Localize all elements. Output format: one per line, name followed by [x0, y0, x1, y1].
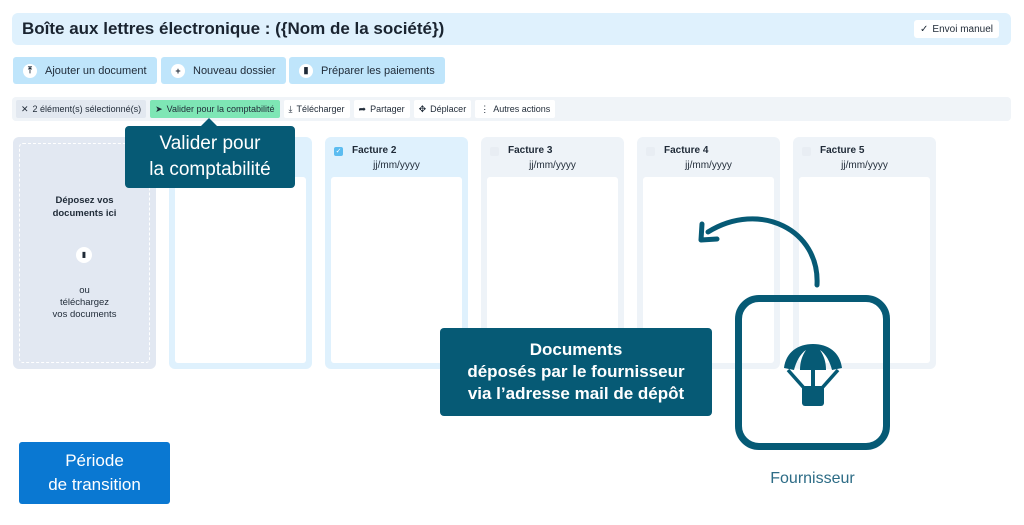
page-header: Boîte aux lettres électronique : ({Nom d… [12, 13, 1011, 45]
parachute-icon [784, 344, 842, 406]
document-preview [799, 177, 930, 363]
prepare-payments-button[interactable]: ▮ Préparer les paiements [289, 57, 445, 84]
callout-line: via l’adresse mail de dépôt [467, 384, 685, 403]
drop-zone-border [19, 143, 150, 363]
card-date: jj/mm/yyyy [841, 160, 888, 171]
card-checkbox[interactable] [802, 147, 811, 156]
send-icon: ➤ [155, 103, 163, 114]
card-date: jj/mm/yyyy [373, 160, 420, 171]
drop-title-1: Déposez vos [55, 195, 114, 206]
supplier-box [735, 295, 890, 450]
move-button[interactable]: ✥Déplacer [413, 100, 472, 118]
add-document-button[interactable]: ⤒ Ajouter un document [13, 57, 157, 84]
button-label: Ajouter un document [45, 64, 147, 77]
document-icon: ▮ [299, 63, 313, 78]
check-icon: ✓ [920, 23, 929, 35]
card-name: Facture 3 [508, 145, 553, 156]
more-label: Autres actions [493, 104, 551, 114]
close-icon: ✕ [21, 103, 29, 114]
callout-line: déposés par le fournisseur [467, 362, 685, 381]
card-date: jj/mm/yyyy [529, 160, 576, 171]
card-checkbox[interactable]: ✓ [334, 147, 343, 156]
envoi-manuel-button[interactable]: ✓Envoi manuel [914, 20, 999, 38]
card-name: Facture 2 [352, 145, 397, 156]
validate-tooltip: Valider pour la comptabilité [125, 118, 295, 188]
tooltip-line: la comptabilité [149, 159, 271, 180]
drop-upload-1: téléchargez [59, 297, 110, 308]
drop-upload-2: vos documents [52, 309, 117, 320]
move-icon: ✥ [418, 103, 427, 114]
file-icon: ▮ [76, 247, 92, 263]
button-label: Préparer les paiements [321, 64, 435, 77]
drop-title-2: documents ici [52, 208, 117, 219]
callout-line: Documents [529, 340, 623, 359]
move-label: Déplacer [430, 104, 467, 114]
share-button[interactable]: ➦Partager [353, 100, 410, 118]
envoi-label: Envoi manuel [932, 23, 993, 35]
card-checkbox[interactable] [646, 147, 655, 156]
validate-label: Valider pour la comptabilité [166, 104, 275, 114]
download-icon: ⤓ [288, 103, 293, 114]
card-name: Facture 4 [664, 145, 709, 156]
card-checkbox[interactable] [490, 147, 499, 156]
upload-icon: ⤒ [23, 63, 37, 78]
download-button[interactable]: ⤓Télécharger [283, 100, 350, 118]
share-icon: ➦ [358, 103, 367, 114]
share-label: Partager [370, 104, 405, 114]
selection-count: 2 élément(s) sélectionné(s) [32, 104, 142, 114]
download-label: Télécharger [296, 104, 345, 114]
periode-line: Période [65, 451, 124, 470]
more-actions-button[interactable]: ⋮Autres actions [475, 100, 556, 118]
clear-selection-button[interactable]: ✕2 élément(s) sélectionné(s) [16, 100, 147, 118]
new-folder-button[interactable]: + Nouveau dossier [161, 57, 286, 84]
plus-icon: + [171, 63, 185, 78]
button-label: Nouveau dossier [193, 64, 276, 77]
more-icon: ⋮ [480, 103, 490, 114]
periode-badge: Période de transition [19, 442, 170, 504]
supplier-callout: Documents déposés par le fournisseur via l… [440, 328, 712, 416]
supplier-label: Fournisseur [770, 470, 855, 487]
periode-line: de transition [48, 475, 141, 494]
document-preview [175, 177, 306, 363]
curved-arrow-icon [698, 216, 820, 288]
card-name: Facture 5 [820, 145, 865, 156]
drop-or: ou [79, 285, 90, 296]
page-title: Boîte aux lettres électronique : ({Nom d… [22, 19, 445, 38]
tooltip-line: Valider pour [159, 133, 261, 154]
selection-toolbar: ✕2 élément(s) sélectionné(s) ➤Valider po… [12, 97, 1011, 121]
validate-button[interactable]: ➤Valider pour la comptabilité [150, 100, 280, 118]
document-card[interactable]: Facture 5 jj/mm/yyyy [793, 137, 936, 369]
card-date: jj/mm/yyyy [685, 160, 732, 171]
